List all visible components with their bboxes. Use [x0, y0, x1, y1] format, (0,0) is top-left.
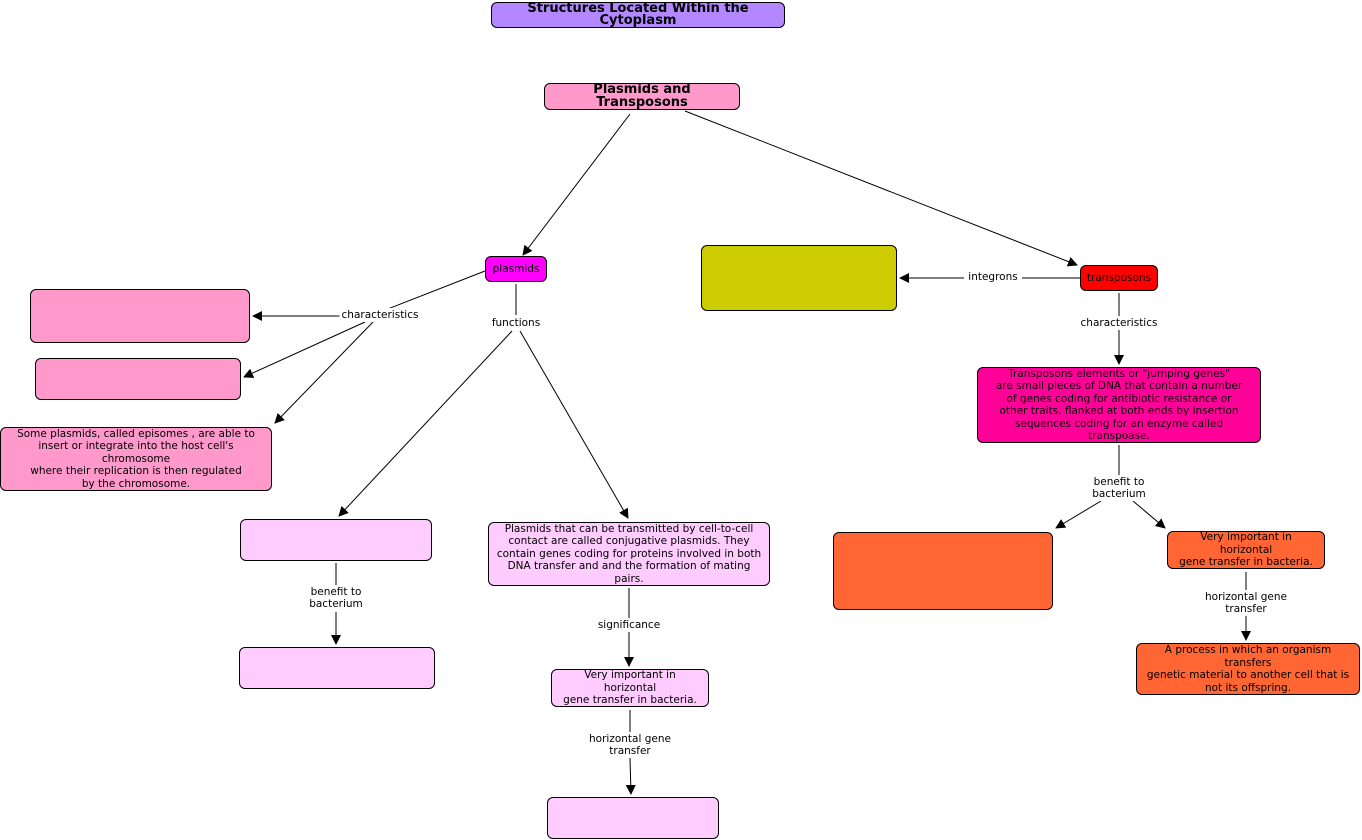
plasmid-characteristic-box-1[interactable]	[30, 289, 250, 343]
edge-root-to-plasmids	[522, 113, 631, 256]
edge-root-to-transposons	[684, 110, 1078, 267]
edge-label-func-benefit: benefit to bacterium	[307, 585, 365, 611]
plasmids-and-transposons-node[interactable]: Plasmids and Transposons	[544, 83, 740, 110]
edge-label-plasmid-hgt: horizontal gene transfer	[587, 732, 673, 758]
edge-char-to-episomes	[274, 321, 374, 424]
transposons-node[interactable]: transposons	[1080, 265, 1158, 291]
edge-label-transposon-characteristics: characteristics	[1078, 316, 1160, 330]
plasmid-hgt-definition-box[interactable]	[547, 797, 719, 839]
edge-label-to-def	[625, 757, 636, 795]
plasmid-function-box-1[interactable]	[240, 519, 432, 561]
transposon-benefit-box-1[interactable]	[833, 532, 1053, 610]
edge-char-to-box2	[243, 321, 366, 378]
edge-label-integrons: integrons	[966, 270, 1020, 284]
title-node[interactable]: Structures Located Within the Cytoplasm	[491, 2, 785, 28]
edge-label-transposon-hgt: horizontal gene transfer	[1203, 590, 1289, 616]
edge-benefit-to-hgt	[1132, 500, 1166, 529]
transposon-description-node[interactable]: Transposons elements or "jumping genes" …	[977, 367, 1261, 443]
edge-functions-to-conjugative	[519, 330, 629, 519]
transposon-hgt-definition-node[interactable]: A process in which an organism transfers…	[1136, 643, 1360, 695]
integrons-box[interactable]	[701, 245, 897, 311]
edge-plasmids-to-characteristics	[379, 270, 486, 313]
plasmid-characteristic-box-2[interactable]	[35, 358, 241, 400]
edge-label-plasmid-functions: functions	[489, 316, 543, 330]
edge-benefit-to-orange	[1055, 500, 1102, 529]
transposon-hgt-node[interactable]: Very important in horizontal gene transf…	[1167, 531, 1325, 569]
edge-functions-to-func1	[338, 330, 513, 517]
plasmid-function-benefit-box[interactable]	[239, 647, 435, 689]
edge-label-plasmid-characteristics: characteristics	[339, 308, 421, 322]
edge-label-significance: significance	[595, 618, 663, 632]
plasmids-node[interactable]: plasmids	[485, 256, 547, 282]
conjugative-plasmids-node[interactable]: Plasmids that can be transmitted by cell…	[488, 522, 770, 586]
episomes-node[interactable]: Some plasmids, called episomes , are abl…	[0, 427, 272, 491]
edge-label-transposon-benefit: benefit to bacterium	[1090, 475, 1148, 501]
plasmid-hgt-node[interactable]: Very important in horizontal gene transf…	[551, 669, 709, 707]
